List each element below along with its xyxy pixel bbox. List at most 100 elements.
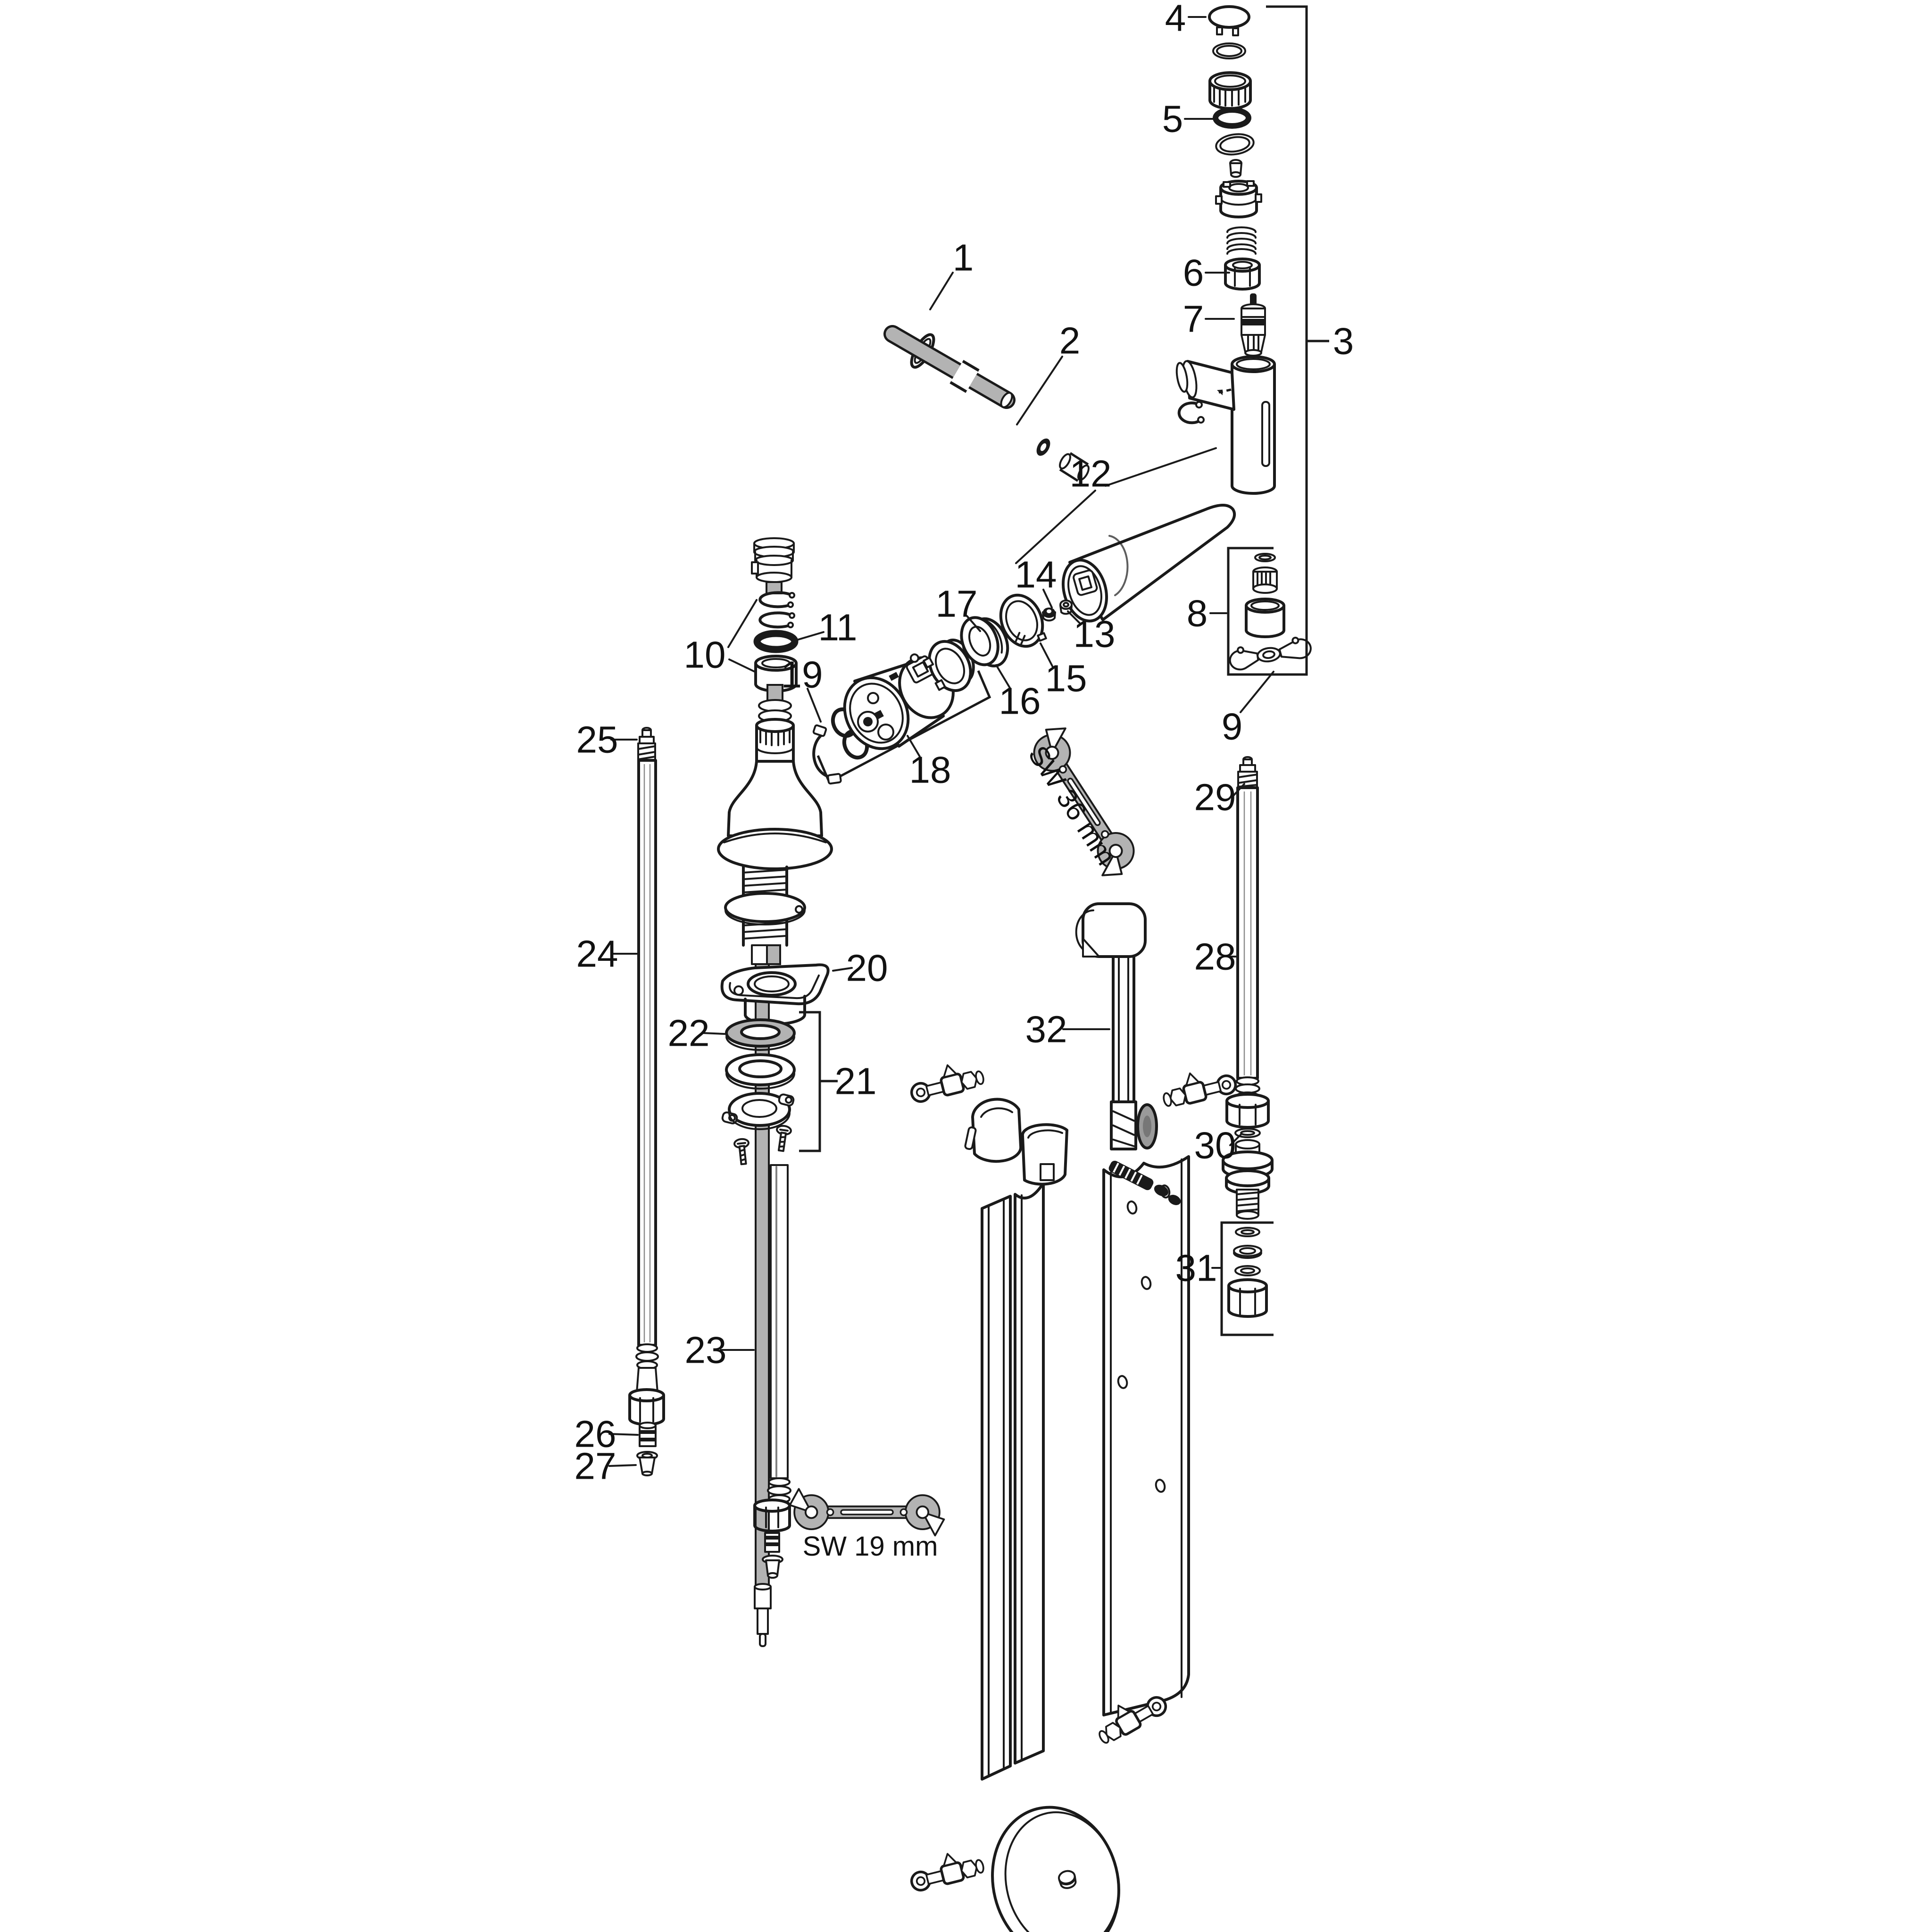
- part-callout-5: 5: [1162, 98, 1183, 140]
- leader-12: [1105, 447, 1217, 487]
- part-callout-16: 16: [999, 680, 1041, 722]
- o-ring-5: [1213, 107, 1251, 129]
- hose-24: [637, 759, 657, 1347]
- leader-12: [1015, 490, 1096, 564]
- insert-26: [639, 1422, 657, 1447]
- leader-19: [807, 688, 822, 723]
- leader-14: [1042, 589, 1053, 608]
- right-supply-hose: [1222, 756, 1274, 1318]
- leader-22: [702, 1032, 725, 1035]
- threaded-shank: [724, 866, 806, 947]
- clip-19: [812, 707, 869, 785]
- leader-10: [727, 599, 758, 648]
- part-callout-2: 2: [1059, 320, 1081, 362]
- part-callout-24: 24: [576, 933, 618, 975]
- part-callout-25: 25: [576, 719, 618, 761]
- part-callout-23: 23: [685, 1329, 727, 1371]
- part-callout-8: 8: [1187, 592, 1208, 634]
- part-callout-22: 22: [668, 1012, 710, 1054]
- left-hose-nut: [628, 1388, 665, 1426]
- expansion-bolt: [1108, 1160, 1181, 1205]
- column-rings: [753, 591, 799, 769]
- left-supply-hose: [628, 727, 665, 1476]
- leader-lines: [608, 16, 1274, 1467]
- leader-29: [1231, 783, 1245, 798]
- part-callout-14: 14: [1015, 554, 1057, 596]
- ring-15: [999, 593, 1047, 648]
- clamp-half-2: [1021, 1123, 1068, 1186]
- part-callout-30: 30: [1194, 1124, 1236, 1166]
- toggle-clamp-bottom-right: [1099, 1696, 1167, 1744]
- aerator-insert: [1252, 566, 1278, 594]
- leader-27: [608, 1464, 637, 1467]
- part-callout-21: 21: [835, 1060, 877, 1102]
- cup-ring-10: [754, 655, 798, 692]
- knurled-sleeve: [1208, 71, 1252, 110]
- toggle-clamp-top-left: [910, 1064, 984, 1103]
- plug-13: [1059, 600, 1073, 615]
- cartridge-collar: [923, 640, 972, 692]
- cap-4: [1208, 5, 1250, 36]
- hose-grommet: [762, 1555, 783, 1579]
- leader-30: [1229, 1133, 1242, 1146]
- shank-flange: [724, 892, 806, 923]
- part-callout-31: 31: [1175, 1247, 1217, 1289]
- install-hardware: [910, 902, 1237, 1932]
- circlip-1: [758, 591, 793, 608]
- part-callout-11: 11: [818, 607, 857, 649]
- leader-13: [1067, 610, 1081, 625]
- outlet-fitting: [1222, 1139, 1274, 1220]
- set-screw-14: [1042, 608, 1056, 622]
- leader-2: [1016, 356, 1063, 425]
- pullout-hose-23: [753, 963, 791, 1647]
- aerator-housing: [1245, 598, 1285, 638]
- hose-end-steps: [754, 1583, 772, 1647]
- grommet-27: [636, 1451, 658, 1476]
- hose-insert: [764, 1532, 780, 1553]
- leader-1: [929, 272, 954, 310]
- leader-11: [797, 631, 824, 641]
- leader-20: [832, 967, 853, 972]
- counterweight-disc: [991, 1806, 1120, 1932]
- top-stack: [1208, 5, 1266, 357]
- mounting-stack: [720, 963, 830, 1166]
- bracket-8: [1227, 547, 1274, 676]
- part-callout-3: 3: [1333, 320, 1354, 362]
- leader-15: [1040, 642, 1054, 668]
- connector-25: [637, 742, 656, 761]
- leader-10: [728, 658, 756, 673]
- part-callout-15: 15: [1045, 658, 1087, 700]
- mount-screw-1: [776, 1124, 792, 1152]
- hose-nut: [753, 1499, 791, 1532]
- bracket-21: [799, 1011, 821, 1152]
- part-callout-17: 17: [936, 583, 978, 625]
- triangle-bracket-20: [720, 963, 830, 1006]
- bracket-31: [1220, 1221, 1274, 1336]
- ear-washer: [721, 1092, 795, 1130]
- toggle-clamp-top-right: [1163, 1072, 1237, 1107]
- aerator-set-8: [1229, 553, 1312, 671]
- nut-6: [1224, 258, 1261, 291]
- part-callout-9: 9: [1222, 706, 1243, 748]
- part-callout-27: 27: [575, 1445, 616, 1487]
- hose-28: [1236, 786, 1259, 1080]
- faucet-body-top: [1175, 355, 1276, 495]
- service-key-9: [1229, 636, 1312, 671]
- adapter-nut: [1215, 180, 1262, 218]
- part-callout-28: 28: [1194, 936, 1236, 978]
- spring: [1226, 226, 1257, 255]
- mounting-plate: [981, 1155, 1190, 1781]
- part-callout-29: 29: [1194, 776, 1236, 818]
- part-callout-20: 20: [846, 947, 888, 989]
- right-hose-nut: [1225, 1093, 1270, 1129]
- c-clip: [1177, 401, 1202, 425]
- washer-white: [725, 1053, 796, 1090]
- wrench-sw19: [789, 1488, 945, 1537]
- leader-18: [907, 735, 921, 758]
- leader-9: [1240, 671, 1274, 713]
- o-ring-11: [753, 630, 799, 653]
- flat-gasket: [1215, 133, 1255, 156]
